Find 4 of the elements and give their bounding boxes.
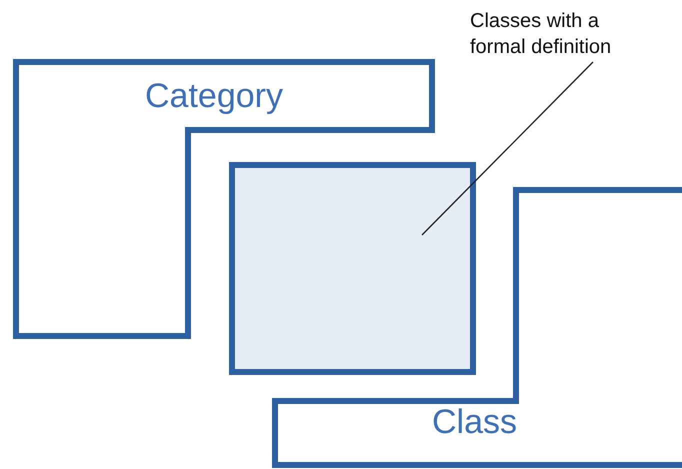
region-label: Category <box>145 77 283 116</box>
annotation-text: Classes with a formal definition <box>470 8 635 60</box>
region-label: Class <box>432 403 518 442</box>
leader-line <box>422 62 594 236</box>
